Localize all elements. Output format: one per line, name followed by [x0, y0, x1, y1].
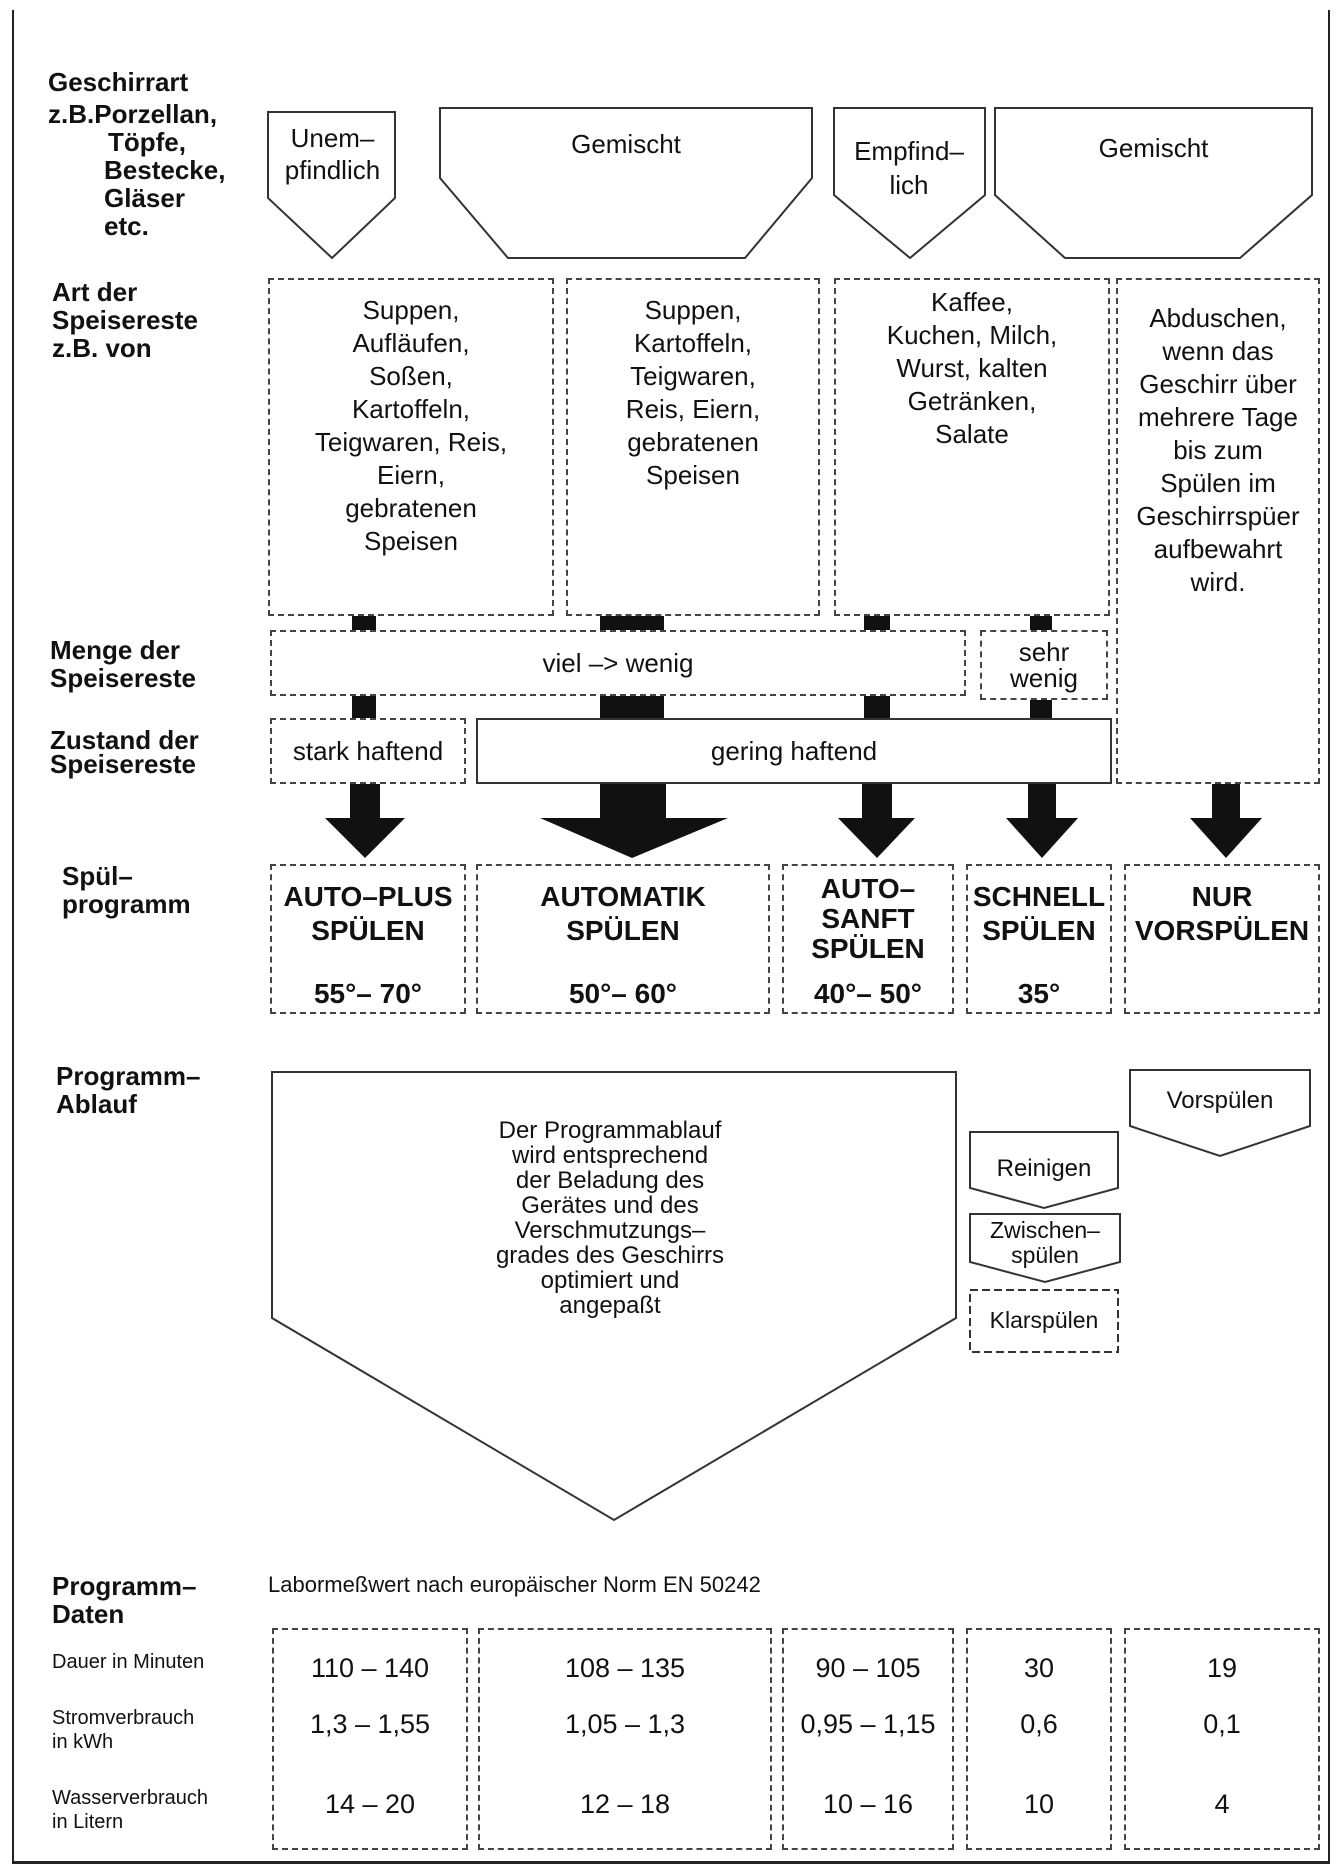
daten-cell: 110 – 140 — [310, 1652, 430, 1683]
daten-cell: 10 – 16 — [822, 1788, 914, 1819]
label-zustand: Zustand der Speisereste — [50, 725, 199, 779]
ablauf-main-shape — [271, 1071, 957, 1522]
arrow-4 — [1006, 782, 1078, 858]
label-ablauf: Programm– Ablauf — [56, 1061, 201, 1119]
daten-col-auto-sanft — [782, 1628, 954, 1850]
program-temp: 35° — [1017, 978, 1061, 1009]
zwischen-shape — [969, 1213, 1121, 1284]
daten-cell: 108 – 135 — [564, 1652, 686, 1683]
daten-col-schnell — [966, 1628, 1112, 1850]
daten-col-nur-vorspuelen — [1124, 1628, 1320, 1850]
food-box-1: Suppen,Aufläufen,Soßen,Kartoffeln, Teigw… — [268, 278, 554, 616]
daten-cell: 0,95 – 1,15 — [800, 1708, 936, 1739]
ablauf-zwischenspuelen: Zwischen–spülen — [990, 1217, 1100, 1268]
daten-cell: 14 – 20 — [324, 1788, 416, 1819]
label-geschirrart: Geschirrart z.B.Porzellan, Töpfe, Bestec… — [48, 67, 226, 241]
daten-label-dauer: Dauer in Minuten — [52, 1651, 205, 1673]
daten-cell: 0,1 — [1203, 1708, 1241, 1739]
geschirr-gemischt-2: Gemischt — [1098, 133, 1209, 163]
klar-shape — [969, 1289, 1119, 1353]
ablauf-klarspuelen: Klarspülen — [989, 1307, 1099, 1333]
arrow-5 — [1190, 782, 1262, 858]
arrow-1 — [325, 782, 405, 858]
daten-col-automatik — [478, 1628, 772, 1850]
geschirr-gemischt-1: Gemischt — [571, 129, 681, 159]
zustand-stark: stark haftend — [270, 718, 466, 784]
daten-cell: 0,6 — [1020, 1708, 1058, 1739]
daten-cell: 19 — [1206, 1652, 1238, 1683]
program-temp: 50°– 60° — [568, 978, 678, 1009]
daten-cell: 90 – 105 — [815, 1652, 921, 1683]
daten-cell: 4 — [1214, 1788, 1230, 1819]
geschirr-shape-1 — [267, 111, 396, 260]
ablauf-vorspuelen: Vorspülen — [1166, 1087, 1274, 1114]
arrow-3 — [838, 782, 915, 858]
label-speisereste: Art der Speisereste z.B. von — [52, 277, 198, 363]
daten-cell: 30 — [1023, 1652, 1055, 1683]
label-spuelprogramm: Spül– programm — [62, 861, 191, 919]
food-box-3: Kaffee,Kuchen, Milch,Wurst, kalten Geträ… — [834, 278, 1110, 616]
geschirr-unempfindlich: Unem–pfindlich — [284, 123, 381, 185]
label-daten: Programm– Daten — [52, 1571, 197, 1629]
geschirr-shape-3 — [833, 107, 986, 260]
zustand-gering: gering haftend — [476, 718, 1112, 784]
daten-col-auto-plus — [272, 1628, 468, 1850]
daten-cell: 1,3 – 1,55 — [309, 1708, 431, 1739]
ablauf-reinigen: Reinigen — [996, 1155, 1092, 1182]
geschirr-empfindlich: Empfind–lich — [854, 136, 964, 200]
geschirr-shape-4 — [994, 107, 1313, 259]
reinigen-shape — [969, 1131, 1119, 1210]
daten-cell: 10 — [1023, 1788, 1055, 1819]
page-frame — [12, 10, 1330, 1864]
daten-cell: 1,05 – 1,3 — [564, 1708, 686, 1739]
daten-cell: 12 – 18 — [579, 1788, 671, 1819]
label-menge: Menge der Speisereste — [50, 635, 196, 693]
food-box-2: Suppen,Kartoffeln,Teigwaren, Reis, Eiern… — [566, 278, 820, 616]
menge-viel-wenig: viel –> wenig — [270, 630, 966, 696]
program-temp: 55°– 70° — [313, 978, 423, 1009]
geschirr-shape-2 — [439, 107, 813, 259]
daten-norm-text: Labormeßwert nach europäischer Norm EN 5… — [268, 1572, 761, 1597]
arrow-2 — [540, 782, 728, 858]
vorspuelen-shape — [1129, 1069, 1311, 1158]
program-temp: 40°– 50° — [813, 978, 923, 1009]
